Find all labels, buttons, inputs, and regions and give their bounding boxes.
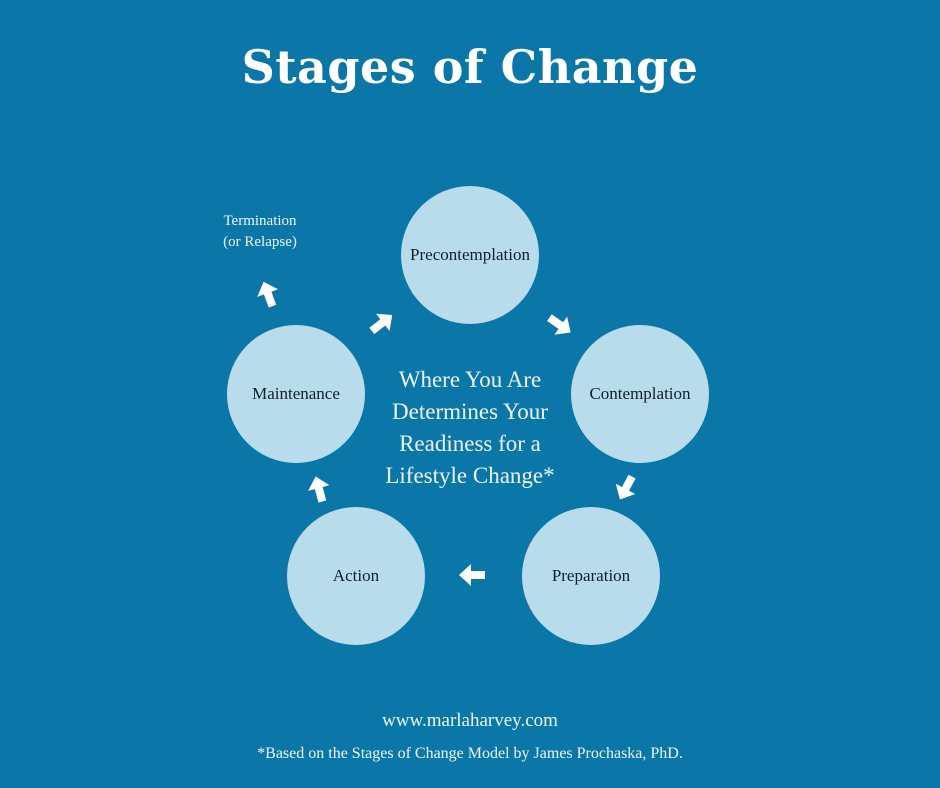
arrow-icon-preparation-to-action: [459, 564, 485, 586]
termination-line-1: Termination: [223, 213, 297, 229]
node-precontemplation: Precontemplation: [401, 186, 539, 324]
center-line-1: Where You Are: [398, 367, 542, 392]
termination-label: Termination (or Relapse): [200, 211, 320, 253]
node-contemplation: Contemplation: [571, 325, 709, 463]
arrow-icon-maintenance-to-termination: [253, 278, 283, 310]
node-label: Preparation: [551, 566, 631, 585]
node-label: Action: [332, 566, 380, 585]
center-line-3: Readiness for a: [399, 431, 541, 456]
termination-line-2: (or Relapse): [223, 234, 297, 250]
arrow-icon-action-to-maintenance: [305, 474, 333, 505]
website-link[interactable]: www.marlaharvey.com: [382, 710, 558, 731]
diagram-title: Stages of Change: [241, 40, 699, 94]
node-label: Maintenance: [252, 384, 340, 403]
center-message: Where You Are Determines Your Readiness …: [360, 364, 580, 492]
footnote: *Based on the Stages of Change Model by …: [257, 745, 683, 762]
arrow-icon-precontemplation-to-contemplation: [543, 309, 577, 342]
arrow-icon-contemplation-to-preparation: [610, 471, 642, 504]
center-line-4: Lifestyle Change*: [385, 463, 555, 488]
center-line-2: Determines Your: [392, 399, 548, 424]
node-maintenance: Maintenance: [227, 325, 365, 463]
node-action: Action: [287, 507, 425, 645]
node-label: Contemplation: [589, 384, 691, 403]
node-label: Precontemplation: [410, 245, 530, 264]
arrow-icon-maintenance-to-precontemplation: [365, 306, 399, 339]
node-preparation: Preparation: [522, 507, 660, 645]
